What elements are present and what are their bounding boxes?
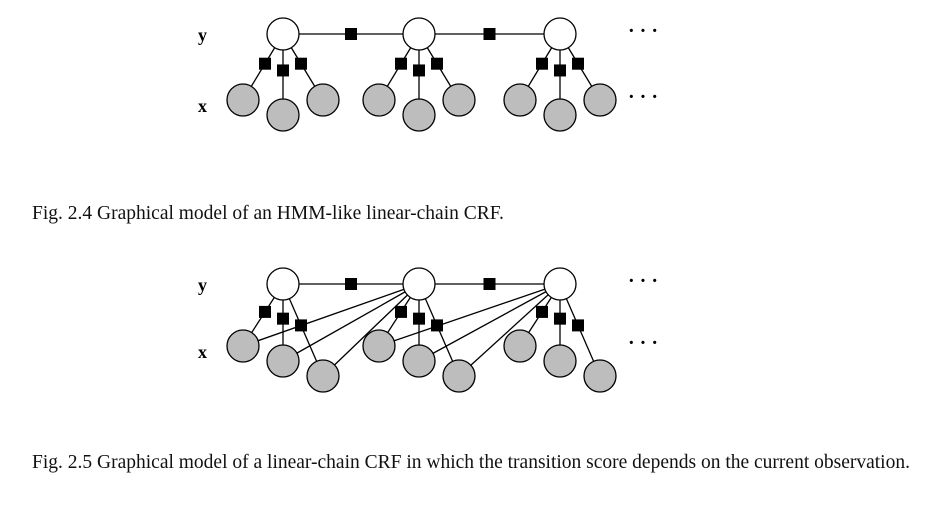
- emission-factor: [259, 57, 271, 70]
- observation-node: [503, 329, 537, 363]
- emission-factor: [536, 57, 548, 70]
- observation-node: [306, 359, 340, 393]
- transition-factor: [345, 28, 357, 40]
- emission-factor: [277, 64, 289, 77]
- observation-node: [226, 329, 260, 363]
- emission-factor: [572, 319, 584, 332]
- emission-factor: [554, 64, 566, 77]
- emission-factor: [295, 57, 307, 70]
- observation-node: [442, 359, 476, 393]
- emission-factor: [277, 312, 289, 325]
- emission-factor: [413, 312, 425, 325]
- transition-factor: [345, 278, 357, 290]
- hidden-state-node: [543, 17, 577, 51]
- emission-factor: [536, 305, 548, 318]
- emission-factor: [431, 57, 443, 70]
- observation-node: [583, 83, 617, 117]
- edge: [282, 283, 420, 362]
- observation-node: [266, 98, 300, 132]
- hidden-state-node: [266, 267, 300, 301]
- observation-node: [266, 344, 300, 378]
- observation-node: [362, 329, 396, 363]
- observation-node: [543, 98, 577, 132]
- observation-node: [306, 83, 340, 117]
- hidden-state-node: [402, 17, 436, 51]
- hidden-state-node: [402, 267, 436, 301]
- emission-factor: [295, 319, 307, 332]
- y-ellipsis: · · ·: [628, 20, 658, 42]
- x-row-label: x: [198, 96, 207, 116]
- edge: [322, 283, 420, 377]
- emission-factor: [572, 57, 584, 70]
- figure-2-4-caption: Fig. 2.4 Graphical model of an HMM-like …: [32, 203, 504, 224]
- observation-node: [402, 344, 436, 378]
- edge: [242, 283, 420, 347]
- transition-factor: [483, 28, 496, 40]
- emission-factor: [431, 319, 443, 332]
- observation-node: [543, 344, 577, 378]
- hidden-state-node: [543, 267, 577, 301]
- observation-node: [583, 359, 617, 393]
- figure-2-5-diagram: y x · · · · · ·: [198, 267, 658, 393]
- y-row-label: y: [198, 275, 207, 295]
- emission-factor: [395, 57, 407, 70]
- emission-factor: [259, 305, 271, 318]
- figure-2-5-caption: Fig. 2.5 Graphical model of a linear-cha…: [32, 452, 910, 473]
- edge: [458, 283, 561, 377]
- edge: [378, 283, 561, 347]
- observation-node: [362, 83, 396, 117]
- transition-factor: [483, 278, 496, 290]
- emission-factor: [395, 305, 407, 318]
- observation-node: [503, 83, 537, 117]
- x-ellipsis: · · ·: [628, 86, 658, 108]
- hidden-state-node: [266, 17, 300, 51]
- emission-factor: [413, 64, 425, 77]
- observation-node: [442, 83, 476, 117]
- emission-factor: [554, 312, 566, 325]
- observation-node: [402, 98, 436, 132]
- y-ellipsis: · · ·: [628, 270, 658, 292]
- figure-2-4-diagram: y x · · · · · ·: [198, 17, 658, 132]
- x-ellipsis: · · ·: [628, 332, 658, 354]
- y-row-label: y: [198, 25, 207, 45]
- edge: [418, 283, 561, 362]
- observation-node: [226, 83, 260, 117]
- x-row-label: x: [198, 342, 207, 362]
